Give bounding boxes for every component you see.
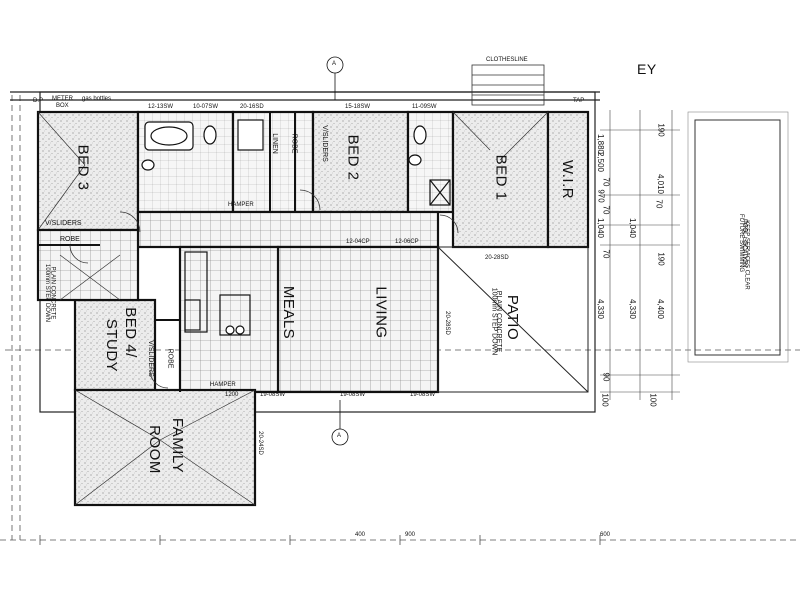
bed4-label: BED 4/ — [121, 307, 139, 358]
dimension-label: 4,400 — [656, 298, 666, 320]
section-markers — [326, 56, 349, 446]
dimension-label: 100 — [600, 393, 610, 407]
patio-note-2: 100mm STEP DOWN — [490, 287, 498, 356]
meter-box-label-2: BOX — [56, 103, 69, 109]
dimension-label: 100 — [648, 393, 658, 407]
window-code: 15-18SW — [345, 104, 371, 110]
wir-label: W.I.R — [559, 159, 577, 200]
dimension-label: 190 — [656, 123, 666, 137]
family-area — [73, 388, 257, 507]
vsliders-label-2: V/SLIDERS — [320, 125, 328, 162]
window-code: 11-09SW — [412, 104, 437, 110]
window-code: 20-28SD — [485, 255, 509, 261]
dimension-label: 90 — [601, 372, 611, 382]
robe-label-3: ROBE — [166, 348, 174, 369]
gas-bottles-label: gas bottles — [82, 96, 112, 102]
window-code: 12-13SW — [148, 104, 174, 110]
meter-box-label: METER — [52, 96, 73, 102]
pool-outline — [694, 119, 781, 356]
tap-label: TAP — [573, 98, 585, 104]
window-code: 19-08SW — [260, 392, 286, 398]
entry-area — [36, 228, 140, 302]
wir-area — [546, 110, 590, 249]
bed4-note-1: PLAIN CONCRETE — [49, 266, 56, 320]
fixtures — [141, 119, 451, 336]
family-label: FAMILY — [169, 417, 187, 474]
toilet-2 — [413, 125, 427, 145]
living-label: LIVING — [372, 286, 390, 339]
bottom-dim: 600 — [600, 532, 611, 538]
bed3-label: BED 3 — [74, 144, 92, 191]
internal-walls — [38, 112, 296, 392]
section-marker-top: A — [332, 61, 337, 67]
dimension-label: 4,330 — [596, 298, 606, 320]
basin-1 — [141, 159, 155, 171]
hamper-label-2: HAMPER — [210, 382, 236, 388]
hamper-label-1: HAMPER — [228, 202, 254, 208]
meals-label: MEALS — [280, 285, 298, 340]
window-code: 19-08SW — [410, 392, 436, 398]
bottom-ticks — [39, 535, 601, 545]
clothesline — [471, 64, 545, 106]
meals-area — [178, 245, 280, 394]
robe-label-1: ROBE — [60, 236, 80, 243]
bed2-label: BED 2 — [344, 134, 362, 181]
downpipe-label: D.P — [33, 98, 44, 104]
window-code: 10-07SW — [193, 104, 219, 110]
vsliders-label-1: V/SLIDERS — [45, 220, 82, 227]
dimension-label: 4,010 — [656, 173, 666, 195]
patio-label: PATIO — [504, 294, 522, 341]
bottom-dim: 900 — [405, 532, 416, 538]
shower — [429, 179, 451, 206]
dimension-label: 190 — [656, 252, 666, 266]
dimension-label: 1,040 — [628, 217, 638, 239]
window-code: 1200 — [225, 392, 239, 398]
dimension-label: 1,040 — [596, 217, 606, 239]
dimension-label: 70 — [601, 205, 611, 215]
dimension-lines — [600, 110, 680, 400]
dimension-label: 70 — [654, 199, 664, 209]
bed1-label: BED 1 — [492, 154, 510, 201]
patio-outline — [437, 246, 589, 393]
bathtub — [144, 121, 194, 151]
bottom-dim: 400 — [355, 532, 366, 538]
dimension-label: 4,330 — [628, 298, 638, 320]
window-code: 19-08SW — [340, 392, 366, 398]
window-code: 20-28SD — [443, 311, 450, 335]
bed1-area — [451, 110, 550, 249]
window-code: 20-16SD — [240, 104, 264, 110]
dimension-label: 970 — [596, 189, 606, 203]
dimension-label: 70 — [601, 177, 611, 187]
kitchen-bench — [184, 251, 208, 333]
section-marker-bottom: A — [337, 433, 342, 439]
living-area — [276, 245, 440, 394]
linen-label: LINEN — [270, 133, 278, 154]
street-label: EY — [637, 61, 657, 77]
window-code: 12-06CP — [395, 239, 419, 245]
vsliders-label-3: V/SLIDERS — [146, 340, 154, 377]
dimension-label: 70 — [601, 249, 611, 259]
study-label: STUDY — [103, 318, 121, 373]
window-code: 20-24SD — [256, 431, 263, 455]
robe-label-2: ROBE — [290, 133, 298, 154]
bed4-note-2: 100mm STEP DOWN — [43, 264, 50, 322]
toilet-1 — [203, 125, 217, 145]
clothesline-label: CLOTHESLINE — [486, 57, 528, 63]
hip-lines — [37, 111, 549, 506]
basin-2 — [408, 154, 422, 166]
room-label: ROOM — [145, 425, 163, 474]
window-code: 12-04CP — [346, 239, 370, 245]
dimension-label: 2,500 — [596, 151, 606, 173]
pool-note-3: KEEP SERVICES CLEAR — [743, 220, 750, 290]
door-swings — [69, 189, 459, 389]
hall-area — [136, 210, 440, 249]
